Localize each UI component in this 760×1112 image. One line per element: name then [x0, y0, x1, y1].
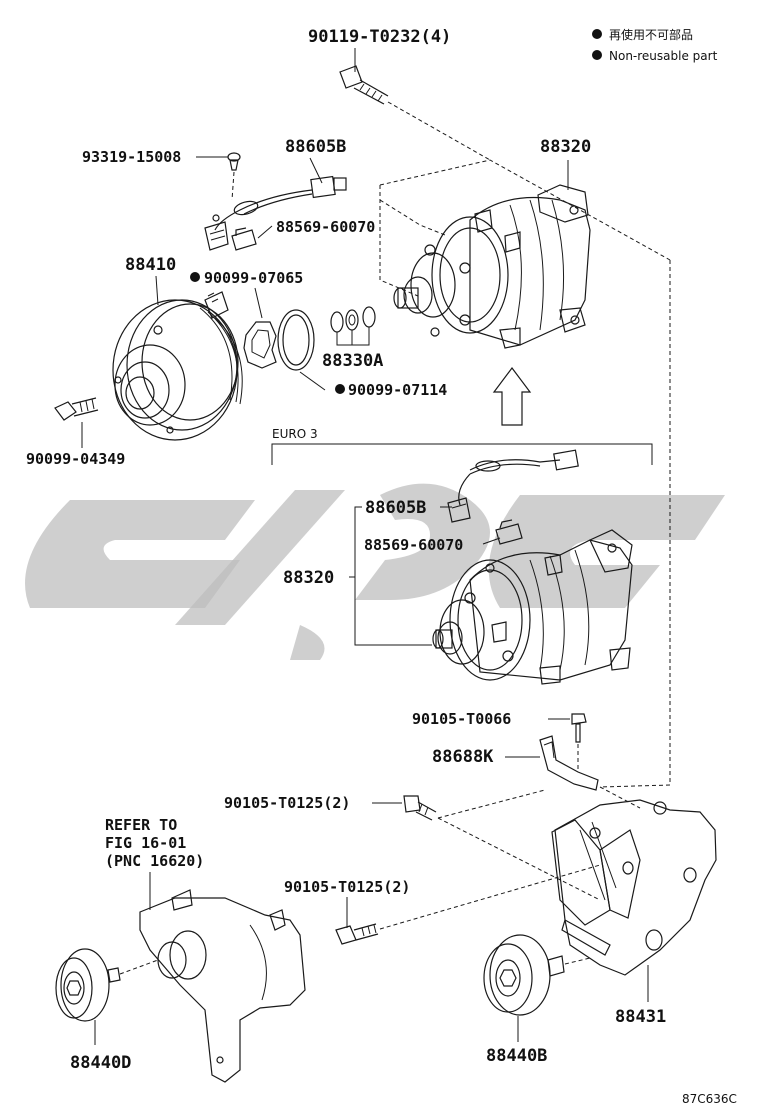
compressor-88320-upper: 88320	[393, 137, 591, 349]
legend-item-jp: 再使用不可部品	[609, 27, 693, 42]
label-90105-t0125-a: 90105-T0125(2)	[224, 794, 350, 812]
label-88688k: 88688K	[432, 747, 494, 767]
clip-88569-upper: 88569-60070	[231, 218, 375, 251]
bolt-90099-04349: 90099-04349	[26, 397, 125, 468]
bracket-88431: 88431	[551, 786, 717, 1027]
label-90099-07065: 90099-07065	[204, 269, 303, 287]
label-88569-60070: 88569-60070	[276, 218, 375, 236]
idler-88440d: 88440D	[55, 948, 159, 1073]
label-88320: 88320	[540, 137, 591, 157]
label-88440b: 88440B	[486, 1046, 547, 1066]
label-euro3-88569-60070: 88569-60070	[364, 536, 463, 554]
euro3-group: EURO 3 88605B	[271, 427, 653, 685]
label-euro3: EURO 3	[272, 427, 318, 441]
label-90105-t0066: 90105-T0066	[412, 710, 511, 728]
legend-dot-icon	[592, 29, 602, 39]
label-88330a: 88330A	[322, 351, 383, 371]
label-93319: 93319-15008	[82, 148, 181, 166]
harness-88605b-upper: 88605B	[204, 137, 347, 251]
watermark-logo	[25, 483, 725, 660]
up-arrow-icon	[492, 367, 532, 426]
dashed-frame	[379, 159, 671, 788]
screw-93319: 93319-15008	[82, 148, 241, 201]
label-refer-3: (PNC 16620)	[105, 852, 204, 870]
label-euro3-88320: 88320	[283, 568, 334, 588]
label-refer-1: REFER TO	[105, 816, 177, 834]
legend-dot-icon	[592, 50, 602, 60]
bolt-90105-t0066: 90105-T0066	[412, 710, 587, 770]
label-88605b: 88605B	[285, 137, 346, 157]
label-90099-04349: 90099-04349	[26, 450, 125, 468]
label-88431: 88431	[615, 1007, 666, 1027]
shims-88330a: 88330A	[322, 306, 383, 371]
snap-ring-90099-07065: 90099-07065	[190, 269, 303, 369]
label-euro3-88605b: 88605B	[365, 498, 426, 518]
legend: 再使用不可部品 Non-reusable part	[592, 27, 718, 63]
snap-ring-90099-07114: 90099-07114	[277, 309, 447, 399]
bolt-90105-t0125-upper: 90105-T0125(2)	[224, 789, 601, 901]
label-refer-2: FIG 16-01	[105, 834, 186, 852]
figure-code: 87C636C	[682, 1092, 737, 1106]
label-90119: 90119-T0232(4)	[308, 27, 451, 47]
bolt-90119: 90119-T0232(4)	[308, 27, 491, 161]
legend-item-en: Non-reusable part	[609, 49, 718, 63]
bolt-90105-t0125-lower: 90105-T0125(2)	[284, 864, 601, 945]
label-88410: 88410	[125, 255, 176, 275]
label-90099-07114: 90099-07114	[348, 381, 447, 399]
bracket-88688k: 88688K	[432, 735, 599, 791]
idler-88440b: 88440B	[483, 934, 591, 1066]
label-88440d: 88440D	[70, 1053, 131, 1073]
label-90105-t0125-b: 90105-T0125(2)	[284, 878, 410, 896]
clutch-88410: 88410	[112, 255, 243, 441]
engine-bracket-reference: REFER TO FIG 16-01 (PNC 16620)	[105, 816, 306, 1083]
